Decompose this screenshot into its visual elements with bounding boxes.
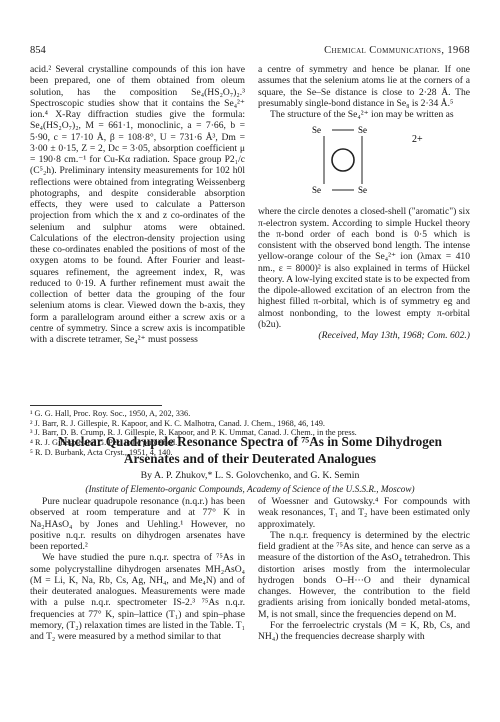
page-header: 854 Chemical Communications, 1968 <box>30 45 470 59</box>
left-column-top: acid.² Several crystalline compounds of … <box>30 64 245 345</box>
reference-item: ⁴ R. J. Gillespie and G. Pez, to be publ… <box>30 438 178 448</box>
right-column-top: a centre of symmetry and hence be planar… <box>258 64 470 341</box>
body-paragraph: For the ferroelectric crystals (M = K, R… <box>258 619 470 642</box>
reference-item: ² J. Barr, R. J. Gillespie, R. Kapoor, a… <box>30 418 325 428</box>
received-date: (Received, May 13th, 1968; Com. 602.) <box>318 330 470 341</box>
se-atom-label: Se <box>312 125 321 135</box>
body-paragraph: of Woessner and Gutowsky.⁴ For compounds… <box>258 496 470 530</box>
se-atom-label: Se <box>312 185 321 195</box>
body-paragraph: Pure nuclear quadrupole resonance (n.q.r… <box>30 496 245 552</box>
journal-title: Chemical Communications, 1968 <box>324 45 470 56</box>
author-institution: (Institute of Elemento-organic Compounds… <box>85 484 415 494</box>
right-column-bottom: of Woessner and Gutowsky.⁴ For compounds… <box>258 496 470 642</box>
se-atom-label: Se <box>358 185 367 195</box>
article-title-line: Arsenates and of their Deuterated Analog… <box>123 451 377 466</box>
page-number: 854 <box>30 45 46 56</box>
reference-item: ³ J. Barr, D. B. Crump, R. J. Gillespie,… <box>30 428 357 438</box>
article-title-line: Nuclear Quadrupole Resonance Spectra of … <box>57 434 442 449</box>
body-paragraph: a centre of symmetry and hence be planar… <box>258 64 470 109</box>
charge-label: 2+ <box>412 134 423 145</box>
reference-item: ⁵ R. D. Burbank, Acta Cryst., 1951, 4, 1… <box>30 447 173 457</box>
article-title: Nuclear Quadrupole Resonance Spectra of … <box>30 433 470 467</box>
footnote-divider <box>30 405 162 406</box>
body-paragraph: The n.q.r. frequency is determined by th… <box>258 529 470 620</box>
article-authors: By A. P. Zhukov,* L. S. Golovchenko, and… <box>140 470 360 481</box>
body-paragraph: The structure of the Se₄²⁺ ion may be wr… <box>270 109 454 120</box>
se4-structure-diagram: Se Se Se Se 2+ <box>258 120 470 206</box>
reference-item: ¹ G. G. Hall, Proc. Roy. Soc., 1950, A, … <box>30 409 191 418</box>
body-paragraph: acid.² Several crystalline compounds of … <box>30 64 245 345</box>
se-atom-label: Se <box>358 125 367 135</box>
left-column-bottom: Pure nuclear quadrupole resonance (n.q.r… <box>30 496 245 642</box>
reference-list: ¹ G. G. Hall, Proc. Roy. Soc., 1950, A, … <box>30 409 470 458</box>
body-paragraph: We have studied the pure n.q.r. spectra … <box>30 552 245 642</box>
body-paragraph: where the circle denotes a closed-shell … <box>258 206 470 330</box>
